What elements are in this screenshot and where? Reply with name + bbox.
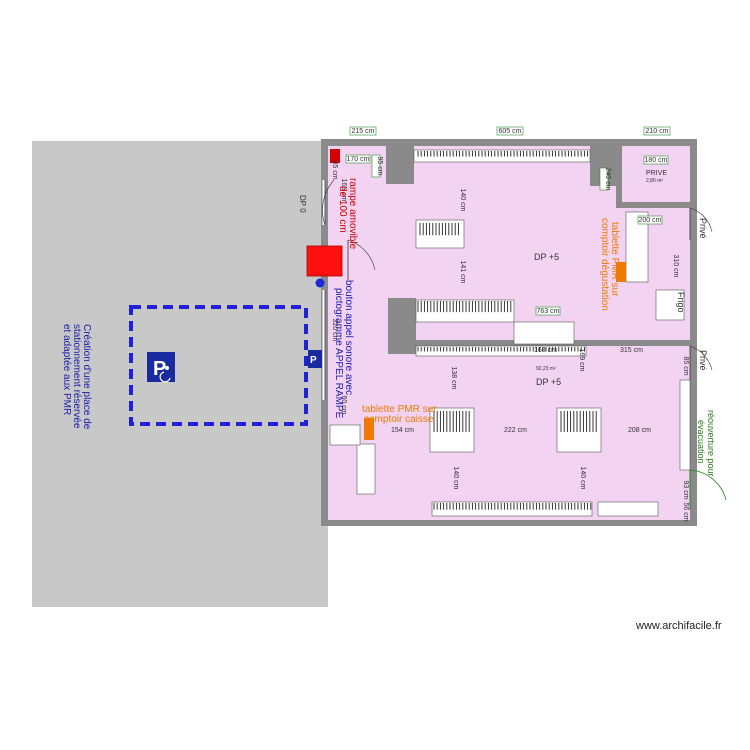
wheelchair-icon: P <box>308 350 322 368</box>
dim-165: 165 cm <box>340 179 347 202</box>
display-table-upper <box>415 219 465 249</box>
middle-counter <box>513 321 575 345</box>
svg-text:P: P <box>310 355 317 366</box>
dp0-label: DP 0 <box>298 195 307 213</box>
dp5-lower: DP +5 <box>536 377 561 387</box>
dim-763: 763 cm <box>537 308 560 315</box>
checkout-desk <box>329 424 361 446</box>
svg-text:P: P <box>153 358 166 380</box>
dim-200: 200 cm <box>639 217 662 224</box>
bell-label-2: pictogramme APPEL RAMPE <box>333 288 344 419</box>
dim-60: 60 cm <box>340 395 347 414</box>
display-table-left <box>429 407 475 453</box>
area-main: 92,23 m² <box>536 366 556 372</box>
prive-label: PRIVE <box>646 170 667 177</box>
dim-top-210: 210 cm <box>646 128 669 135</box>
tablette-caisse-1: tablette PMR sur <box>362 404 437 415</box>
prive-partition-v <box>616 146 622 206</box>
exterior-area <box>32 141 328 607</box>
dim-141: 141 cm <box>459 261 466 284</box>
dim-85-top: 85 cm <box>331 160 338 179</box>
prive-door-label-1: Privé <box>698 218 708 239</box>
prive-door-label-2: Privé <box>698 350 708 371</box>
evac-label-1: réouverture pour <box>706 410 716 477</box>
dim-top-605: 605 cm <box>499 128 522 135</box>
dim-top-215: 215 cm <box>352 128 375 135</box>
call-button-icon[interactable] <box>315 278 325 288</box>
prive-partition-h <box>616 202 690 208</box>
dim-310: 310 cm <box>672 255 679 278</box>
dim-140-left: 140 cm <box>452 467 459 490</box>
entry-door-main[interactable] <box>347 239 376 280</box>
dim-208: 208 cm <box>628 427 651 434</box>
right-wall-shelf <box>679 379 691 471</box>
checkout-counter <box>356 443 376 495</box>
dim-222: 222 cm <box>504 427 527 434</box>
ramp-label-2: de 100 cm <box>337 186 348 233</box>
bell-label-1: bouton appel sonore avec <box>343 280 354 395</box>
tablette-degust-1: tablette PMR sur <box>609 222 620 297</box>
dim-85-lower: 85 cm <box>682 356 689 375</box>
parking-label-1: Création d'une place de <box>81 324 92 430</box>
dim-169: 169 cm <box>578 349 585 372</box>
shelf-hatching <box>417 151 597 510</box>
extinguisher-icon <box>330 149 340 163</box>
dp5-upper: DP +5 <box>534 252 559 262</box>
dim-56: 56 cm <box>682 502 689 521</box>
dim-315: 315 cm <box>620 347 643 354</box>
dim-180: 180 cm <box>645 157 668 164</box>
tablette-caisse-2: comptoir caisse <box>364 414 434 425</box>
door-prive-lower[interactable] <box>689 345 713 380</box>
dim-93: 93 cm <box>682 480 689 499</box>
prive-area: 2,86 m² <box>646 178 663 184</box>
corner-wall <box>386 146 414 184</box>
dim-320: 320 cm <box>331 319 338 342</box>
fridge <box>655 289 685 321</box>
wheelchair-parking-icon: P <box>147 352 175 383</box>
footer-credit[interactable]: www.archifacile.fr <box>636 620 722 632</box>
dim-240: 240 cm <box>604 168 611 191</box>
parking-label-2: stationnement réservée <box>71 324 82 429</box>
fridge-label: Frigo <box>676 292 686 313</box>
ramp-label-1: rampe amovible <box>347 178 358 250</box>
evac-label-2: évacuation <box>696 420 706 464</box>
dim-170: 170 cm <box>347 156 370 163</box>
dim-138: 138 cm <box>450 367 457 390</box>
checkout-tablet <box>364 418 374 440</box>
evacuation-door[interactable] <box>689 469 727 510</box>
tablette-degust-2: comptoir dégustation <box>599 218 610 311</box>
dim-140-right: 140 cm <box>579 467 586 490</box>
display-table-right <box>556 407 602 453</box>
door-prive-upper[interactable] <box>689 207 713 240</box>
dim-140-upper: 140 cm <box>459 189 466 212</box>
parking-label-3: et adaptée aux PMR <box>61 324 72 415</box>
dim-95: 95 cm <box>376 156 383 175</box>
tasting-tablet <box>616 262 626 282</box>
entry-door-top[interactable] <box>322 179 335 226</box>
pmr-parking-space <box>129 305 308 426</box>
tasting-counter <box>625 211 649 283</box>
dim-154: 154 cm <box>391 427 414 434</box>
ramp-box <box>306 245 343 277</box>
bottom-shelf-right <box>597 501 659 517</box>
